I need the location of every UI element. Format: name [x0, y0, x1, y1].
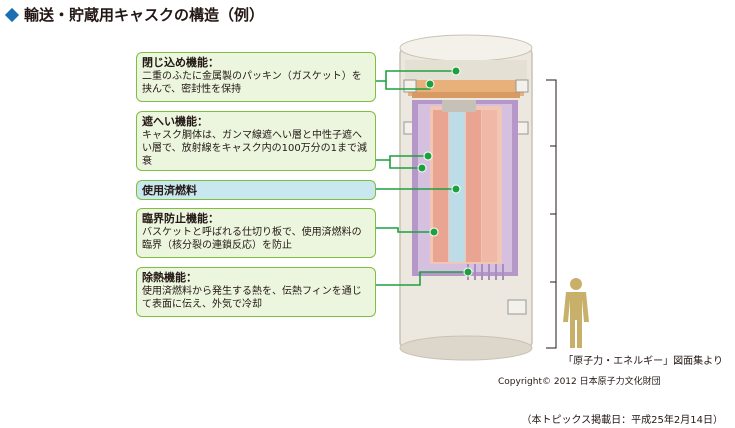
cask-illustration	[399, 34, 533, 361]
criticality-function-box: 臨界防止機能： バスケットと呼ばれる仕切り板で、使用済燃料の臨界（核分裂の連鎖反…	[136, 208, 376, 258]
title-text: 輸送・貯蔵用キャスクの構造（例）	[24, 6, 265, 24]
leader-dots	[417, 66, 473, 277]
containment-function-box: 閉じ込め機能： 二重のふたに金属製のパッキン（ガスケット）を挟んで、密封性を保持	[136, 52, 376, 102]
shielding-function-box: 遮へい機能： キャスク胴体は、ガンマ線遮へい層と中性子遮へい層で、放射線をキャス…	[136, 111, 376, 171]
criticality-heading: 臨界防止機能：	[142, 212, 219, 225]
diamond-bullet-icon	[4, 7, 20, 22]
height-bracket	[546, 79, 557, 349]
heat-removal-heading: 除熱機能：	[142, 271, 197, 284]
heat-removal-text: 使用済燃料から発生する熱を、伝熱フィンを通じて表面に伝え、外気で冷却	[142, 286, 362, 310]
criticality-text: バスケットと呼ばれる仕切り板で、使用済燃料の臨界（核分裂の連鎖反応）を防止	[142, 227, 362, 251]
shielding-heading: 遮へい機能：	[142, 115, 208, 128]
heat-removal-function-box: 除熱機能： 使用済燃料から発生する熱を、伝熱フィンを通じて表面に伝え、外気で冷却	[136, 267, 376, 317]
posted-date: （本トピックス掲載日：平成25年2月14日）	[521, 415, 723, 426]
shielding-text: キャスク胴体は、ガンマ線遮へい層と中性子遮へい層で、放射線をキャスク内の100万…	[142, 130, 368, 167]
leader-lines	[376, 70, 468, 286]
spent-fuel-label: 使用済燃料	[142, 184, 197, 197]
containment-text: 二重のふたに金属製のパッキン（ガスケット）を挟んで、密封性を保持	[142, 71, 362, 95]
page-title: 輸送・貯蔵用キャスクの構造（例）	[4, 4, 264, 25]
human-scale-figure	[563, 278, 589, 348]
spent-fuel-label-box: 使用済燃料	[136, 180, 376, 200]
source-credit: 「原子力・エネルギー」図面集より	[563, 356, 723, 367]
containment-heading: 閉じ込め機能：	[142, 56, 219, 69]
copyright-notice: Copyright© 2012 日本原子力文化財団	[498, 377, 661, 387]
